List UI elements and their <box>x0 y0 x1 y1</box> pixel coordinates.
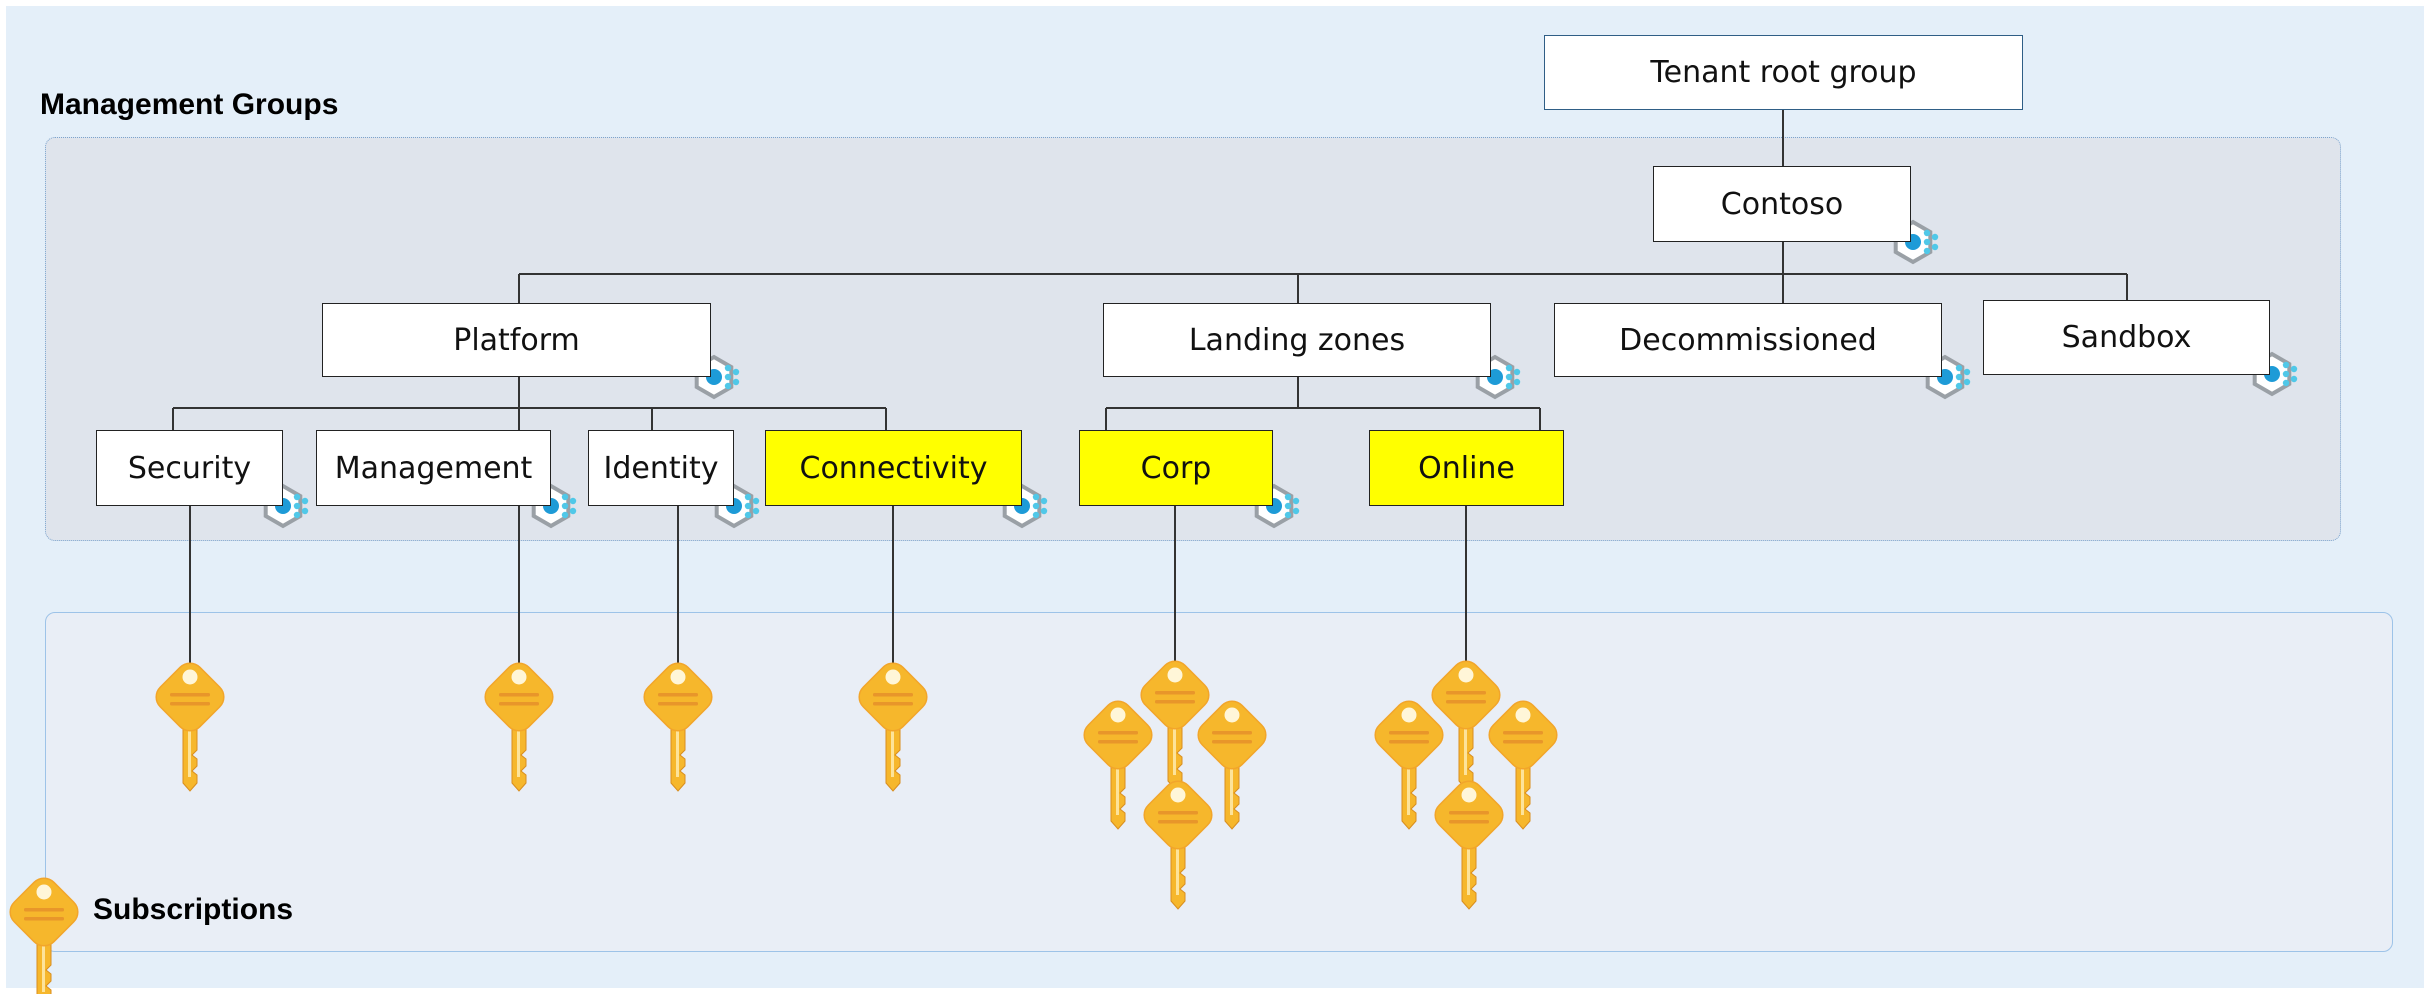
subscription-key-icon <box>1431 660 1501 790</box>
node-landing-zones: Landing zones <box>1103 303 1491 377</box>
node-management: Management <box>316 430 551 506</box>
subscription-key-icon <box>1434 780 1504 910</box>
subscription-key-icon <box>155 662 225 792</box>
subscription-key-icon <box>484 662 554 792</box>
subscription-key-icon <box>858 662 928 792</box>
subscription-key-icon <box>9 877 79 994</box>
node-connectivity: Connectivity <box>765 430 1022 506</box>
node-decommissioned: Decommissioned <box>1554 303 1942 377</box>
node-security: Security <box>96 430 283 506</box>
subscription-key-icon <box>1488 700 1558 830</box>
node-tenant-root-group: Tenant root group <box>1544 35 2023 110</box>
node-corp: Corp <box>1079 430 1273 506</box>
subscription-key-icon <box>1374 700 1444 830</box>
node-sandbox: Sandbox <box>1983 300 2270 375</box>
subscriptions-title: Subscriptions <box>93 893 294 926</box>
subscription-key-icon <box>1143 780 1213 910</box>
subscription-key-icon <box>643 662 713 792</box>
node-platform: Platform <box>322 303 711 377</box>
node-contoso: Contoso <box>1653 166 1911 242</box>
node-identity: Identity <box>588 430 734 506</box>
node-online: Online <box>1369 430 1564 506</box>
management-groups-title: Management Groups <box>40 88 339 121</box>
subscription-key-icon <box>1140 660 1210 790</box>
subscriptions-panel <box>45 612 2393 952</box>
subscription-key-icon <box>1197 700 1267 830</box>
subscription-key-icon <box>1083 700 1153 830</box>
